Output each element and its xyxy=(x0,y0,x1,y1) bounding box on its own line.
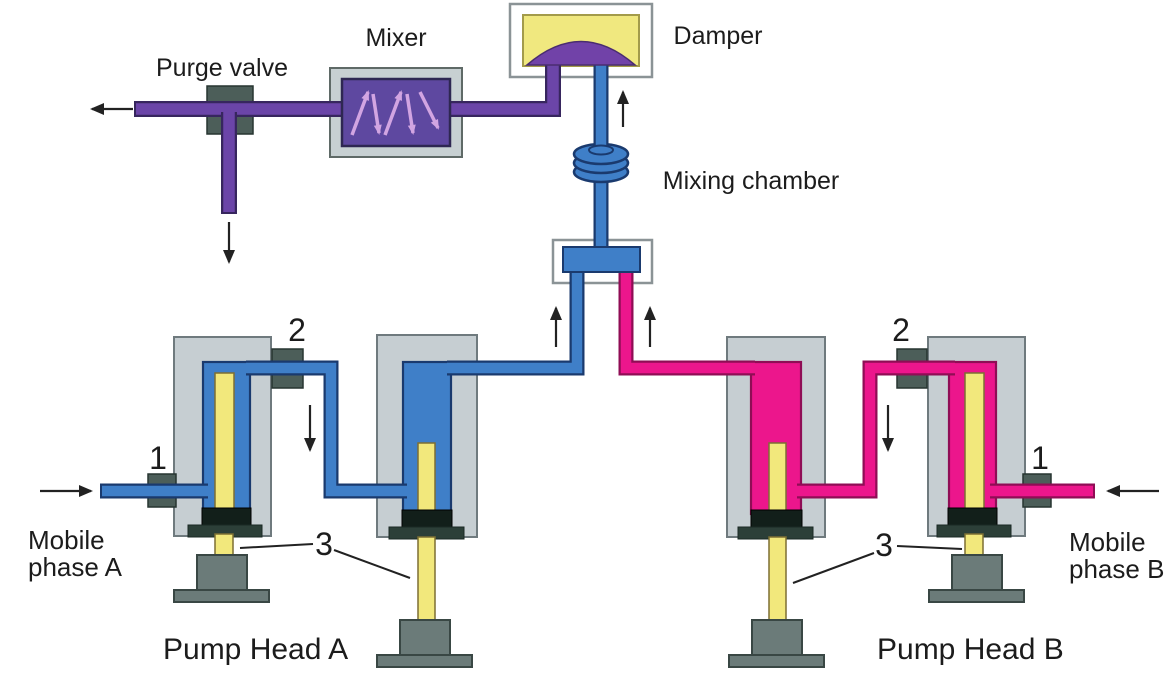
mixing-chamber-label: Mixing chamber xyxy=(663,167,839,195)
pump-a-cylinder1-piston xyxy=(214,372,235,513)
pump-b-cylinder1-drive-base xyxy=(928,589,1025,603)
pump-b-cylinder1-seal xyxy=(947,507,998,528)
pump-b-cylinder2-seal xyxy=(750,509,803,530)
mixer-zigzag-arrow-icon xyxy=(371,93,382,135)
purge-valve-label: Purge valve xyxy=(156,54,288,82)
callout-3b-leader-right xyxy=(896,545,963,550)
callout-3b-piston: 3 xyxy=(875,527,893,563)
mixer-zigzag-arrow-icon xyxy=(383,90,403,136)
pump-a-cylinder1-piston-rod xyxy=(214,533,234,557)
callout-3a-leader-right xyxy=(333,549,411,579)
mobile-phase-a-label-line1: Mobile xyxy=(28,525,105,555)
pump-b-cylinder2-piston-rod xyxy=(768,536,787,622)
tee-junction-block xyxy=(562,246,641,273)
pump-b-interstage-line xyxy=(797,362,955,497)
callout-3b-leader-left xyxy=(792,552,875,584)
mobile-phase-b-label-line2: phase B xyxy=(1069,554,1164,584)
pump-b-cylinder1-piston-rod xyxy=(964,533,984,557)
pump-head-a-label: Pump Head A xyxy=(163,633,348,666)
pump-a-cylinder1-drive-base xyxy=(173,589,270,603)
pump-b-cylinder2-drive xyxy=(751,619,803,657)
mixer-label: Mixer xyxy=(365,24,426,52)
pump-a-cylinder2-drive-base xyxy=(376,654,473,668)
callout-1b-inlet-valve: 1 xyxy=(1031,440,1049,476)
pump-a-interstage-line xyxy=(246,362,407,497)
pump-a-cylinder1-drive xyxy=(196,554,248,592)
mobile-phase-a-label-line2: phase A xyxy=(28,552,123,582)
callout-2a-outlet-valve: 2 xyxy=(288,312,306,348)
mixer-zigzag-arrow-icon xyxy=(418,91,440,130)
mixer-cartridge xyxy=(340,77,452,148)
callout-3a-piston: 3 xyxy=(315,526,333,562)
damper-diaphragm-dome xyxy=(524,40,638,66)
mixer-zigzag-arrow-icon xyxy=(350,90,370,136)
callout-3a-leader-left xyxy=(239,543,314,549)
pump-b-cylinder2-piston xyxy=(768,442,787,515)
pump-a-cylinder2-piston-rod xyxy=(417,536,436,622)
pump-a-cylinder1-seal xyxy=(201,507,252,528)
callout-2b-outlet-valve: 2 xyxy=(892,312,910,348)
pump-a-cylinder2-seal xyxy=(401,509,453,530)
pump-head-b-label: Pump Head B xyxy=(877,633,1064,666)
pump-b-cylinder2-drive-base xyxy=(728,654,825,668)
pump-a-to-tee-line xyxy=(447,262,583,374)
mixing-coil-opening xyxy=(588,144,614,156)
pump-b-cylinder1-piston xyxy=(964,372,985,513)
pump-b-cylinder1-drive xyxy=(951,554,1003,592)
mobile-phase-b-label-line1: Mobile xyxy=(1069,527,1146,557)
mixer-zigzag-arrow-icon xyxy=(405,93,416,135)
pump-a-cylinder2-piston xyxy=(417,442,436,515)
tee-to-pump-b-line xyxy=(620,262,755,374)
pump-a-cylinder2-drive xyxy=(399,619,451,657)
callout-1a-inlet-valve: 1 xyxy=(149,440,167,476)
mixer-to-damper-line xyxy=(446,58,559,115)
damper-label: Damper xyxy=(674,22,763,50)
